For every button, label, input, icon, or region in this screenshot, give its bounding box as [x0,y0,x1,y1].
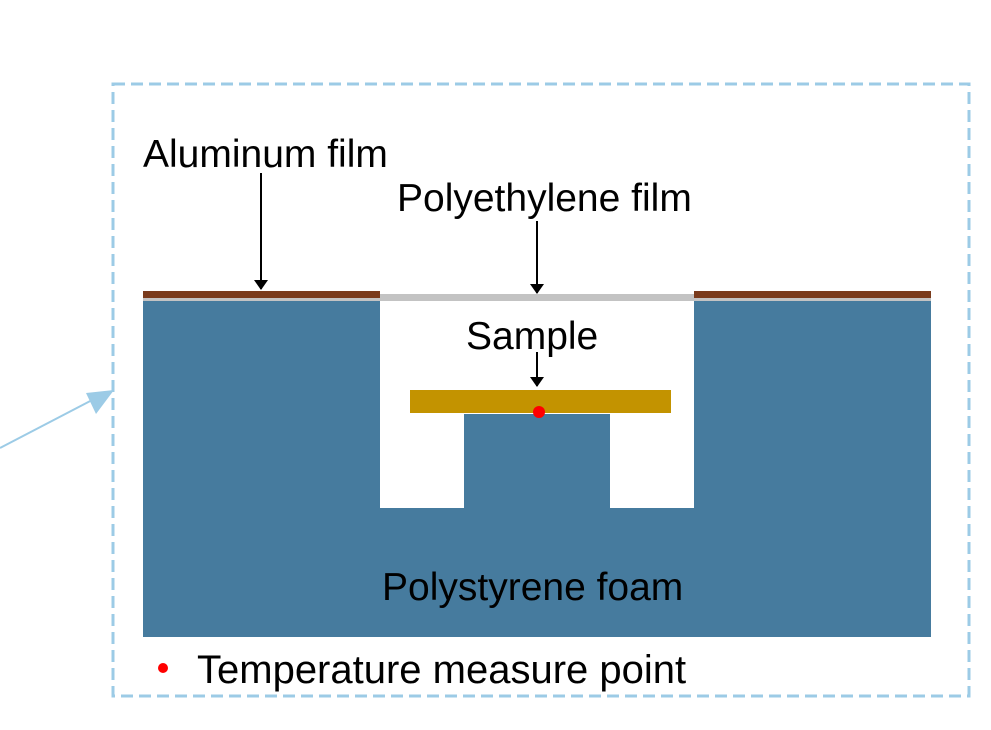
dashed-frame [111,82,971,698]
aluminum-film-left [143,291,380,298]
legend-measure-point-icon [158,663,168,673]
polyethylene-film-label: Polyethylene film [397,177,692,220]
polystyrene-foam-body [143,300,931,637]
temperature-measure-point [533,406,545,418]
polyethylene-film [380,294,694,301]
sample-slab [410,390,671,413]
connector-line [0,397,97,449]
aluminum-film-right [694,291,931,298]
connector-arrowhead [86,390,114,414]
polystyrene-foam-label: Polystyrene foam [382,566,683,609]
sample-label: Sample [466,315,598,358]
legend-temperature-measure-point: Temperature measure point [197,648,686,692]
aluminum-film-label: Aluminum film [143,133,388,176]
aluminum-film-left-underlayer [143,298,380,301]
aluminum-film-right-underlayer [694,298,931,301]
